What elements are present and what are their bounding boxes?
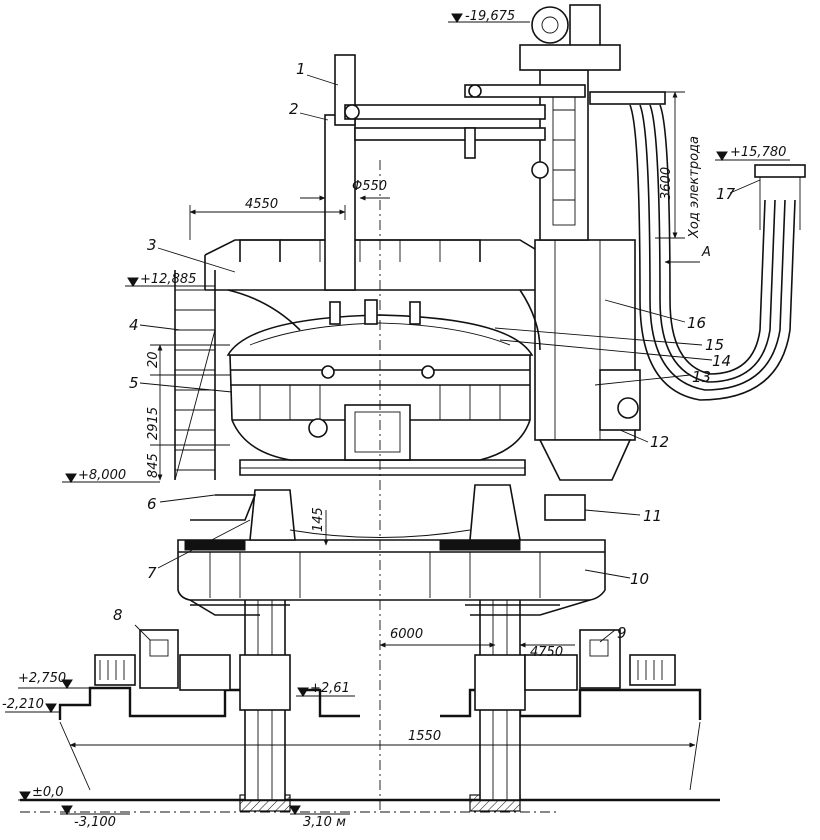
- callout-16: 16: [687, 314, 706, 332]
- elev-12885: +12,885: [140, 272, 196, 287]
- callout-6: 6: [147, 495, 157, 513]
- dimension-labels: 4550 Φ550 3600 Ход электрода 20 2915 845…: [146, 136, 711, 744]
- elev-15780: +15,780: [730, 145, 786, 160]
- dim-4750: 4750: [530, 645, 563, 660]
- tilting-platform: [177, 539, 606, 616]
- callout-13: 13: [692, 368, 711, 386]
- flexible-cables: [629, 104, 806, 401]
- dim-6000: 6000: [390, 627, 423, 642]
- electrode-arms: [344, 84, 666, 179]
- elev-2210: -2,210: [2, 697, 44, 712]
- callout-labels: 1 2 3 4 5 6 7 8 9 10 11 12 13 14 15 16 1…: [113, 60, 736, 642]
- dim-845: 845: [146, 453, 161, 478]
- elevation-markers: [5, 13, 790, 815]
- callout-5: 5: [129, 374, 139, 392]
- dimension-lines: [69, 91, 700, 748]
- callout-9: 9: [617, 624, 627, 642]
- dim-3600: 3600: [659, 167, 674, 200]
- callout-1: 1: [296, 60, 306, 78]
- callout-8: 8: [113, 606, 123, 624]
- dim-2915: 2915: [146, 407, 161, 440]
- foundation: [20, 686, 720, 813]
- arrow-a-label: A: [701, 245, 711, 260]
- callout-11: 11: [643, 507, 662, 525]
- rockers: [190, 484, 586, 541]
- callout-10: 10: [630, 570, 649, 588]
- dim-20: 20: [146, 351, 161, 368]
- elev-00: ±0,0: [32, 785, 64, 800]
- elev-8000: +8,000: [78, 468, 126, 483]
- tilt-drive-left: [94, 629, 231, 691]
- tilt-drive-right: [524, 629, 676, 691]
- callout-15: 15: [705, 336, 724, 354]
- callout-3: 3: [147, 236, 157, 254]
- dim-145: 145: [311, 507, 326, 532]
- support-columns: [239, 569, 526, 801]
- callout-4: 4: [129, 316, 139, 334]
- elev-19675: -19,675: [465, 9, 515, 24]
- elev-310m: 3,10 м: [303, 815, 346, 830]
- leader-lines: [134, 74, 761, 643]
- dim-4550: 4550: [245, 197, 278, 212]
- callout-7: 7: [147, 564, 157, 582]
- elev-261: +2,61: [310, 681, 350, 696]
- callout-2: 2: [289, 100, 299, 118]
- callout-17: 17: [716, 185, 736, 203]
- callout-12: 12: [650, 433, 669, 451]
- elev-3100: -3,100: [74, 815, 116, 830]
- railings: [239, 239, 481, 262]
- elevation-labels: -19,675 +15,780 +12,885 +8,000 +2,750 -2…: [2, 9, 786, 830]
- roof-portal: [204, 239, 641, 481]
- callout-14: 14: [712, 352, 731, 370]
- dim-550: Φ550: [352, 179, 387, 194]
- elev-2750: +2,750: [18, 671, 66, 686]
- dim-1550: 1550: [408, 729, 441, 744]
- dim-stroke-label: Ход электрода: [687, 136, 702, 239]
